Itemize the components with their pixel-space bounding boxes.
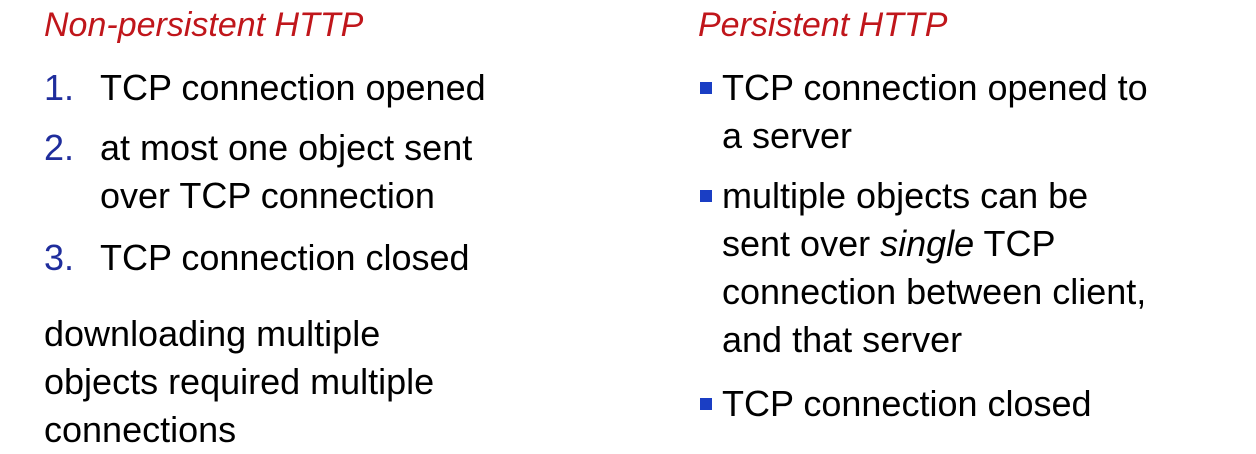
step-number: 1. [44, 67, 75, 108]
step-text: TCP connection opened [100, 67, 486, 108]
square-bullet-icon [700, 190, 712, 202]
step-text: at most one object sent [100, 127, 473, 168]
note-line-2: objects required multiple [44, 361, 435, 402]
bullet-text: TCP connection closed [722, 383, 1092, 424]
persistent-heading: Persistent HTTP [698, 6, 948, 44]
step-text: over TCP connection [100, 175, 435, 216]
step-text: TCP connection closed [100, 237, 470, 278]
non-persistent-heading: Non-persistent HTTP [44, 6, 364, 44]
bullet-text: connection between client, [722, 271, 1147, 312]
text-segment: sent over [722, 223, 881, 264]
emphasis-single: single [880, 223, 975, 264]
bullet-text-emphasis-line: sent over single TCP [722, 220, 1056, 268]
note-line-1: downloading multiple [44, 313, 381, 354]
step-number: 2. [44, 127, 75, 168]
step-number: 3. [44, 237, 75, 278]
square-bullet-icon [700, 398, 712, 410]
bullet-text: multiple objects can be [722, 175, 1089, 216]
bullet-text: TCP connection opened to [722, 67, 1148, 108]
bullet-text: a server [722, 115, 853, 156]
square-bullet-icon [700, 82, 712, 94]
bullet-text: and that server [722, 319, 963, 360]
note-line-3: connections [44, 409, 237, 450]
text-segment: TCP [974, 223, 1056, 264]
